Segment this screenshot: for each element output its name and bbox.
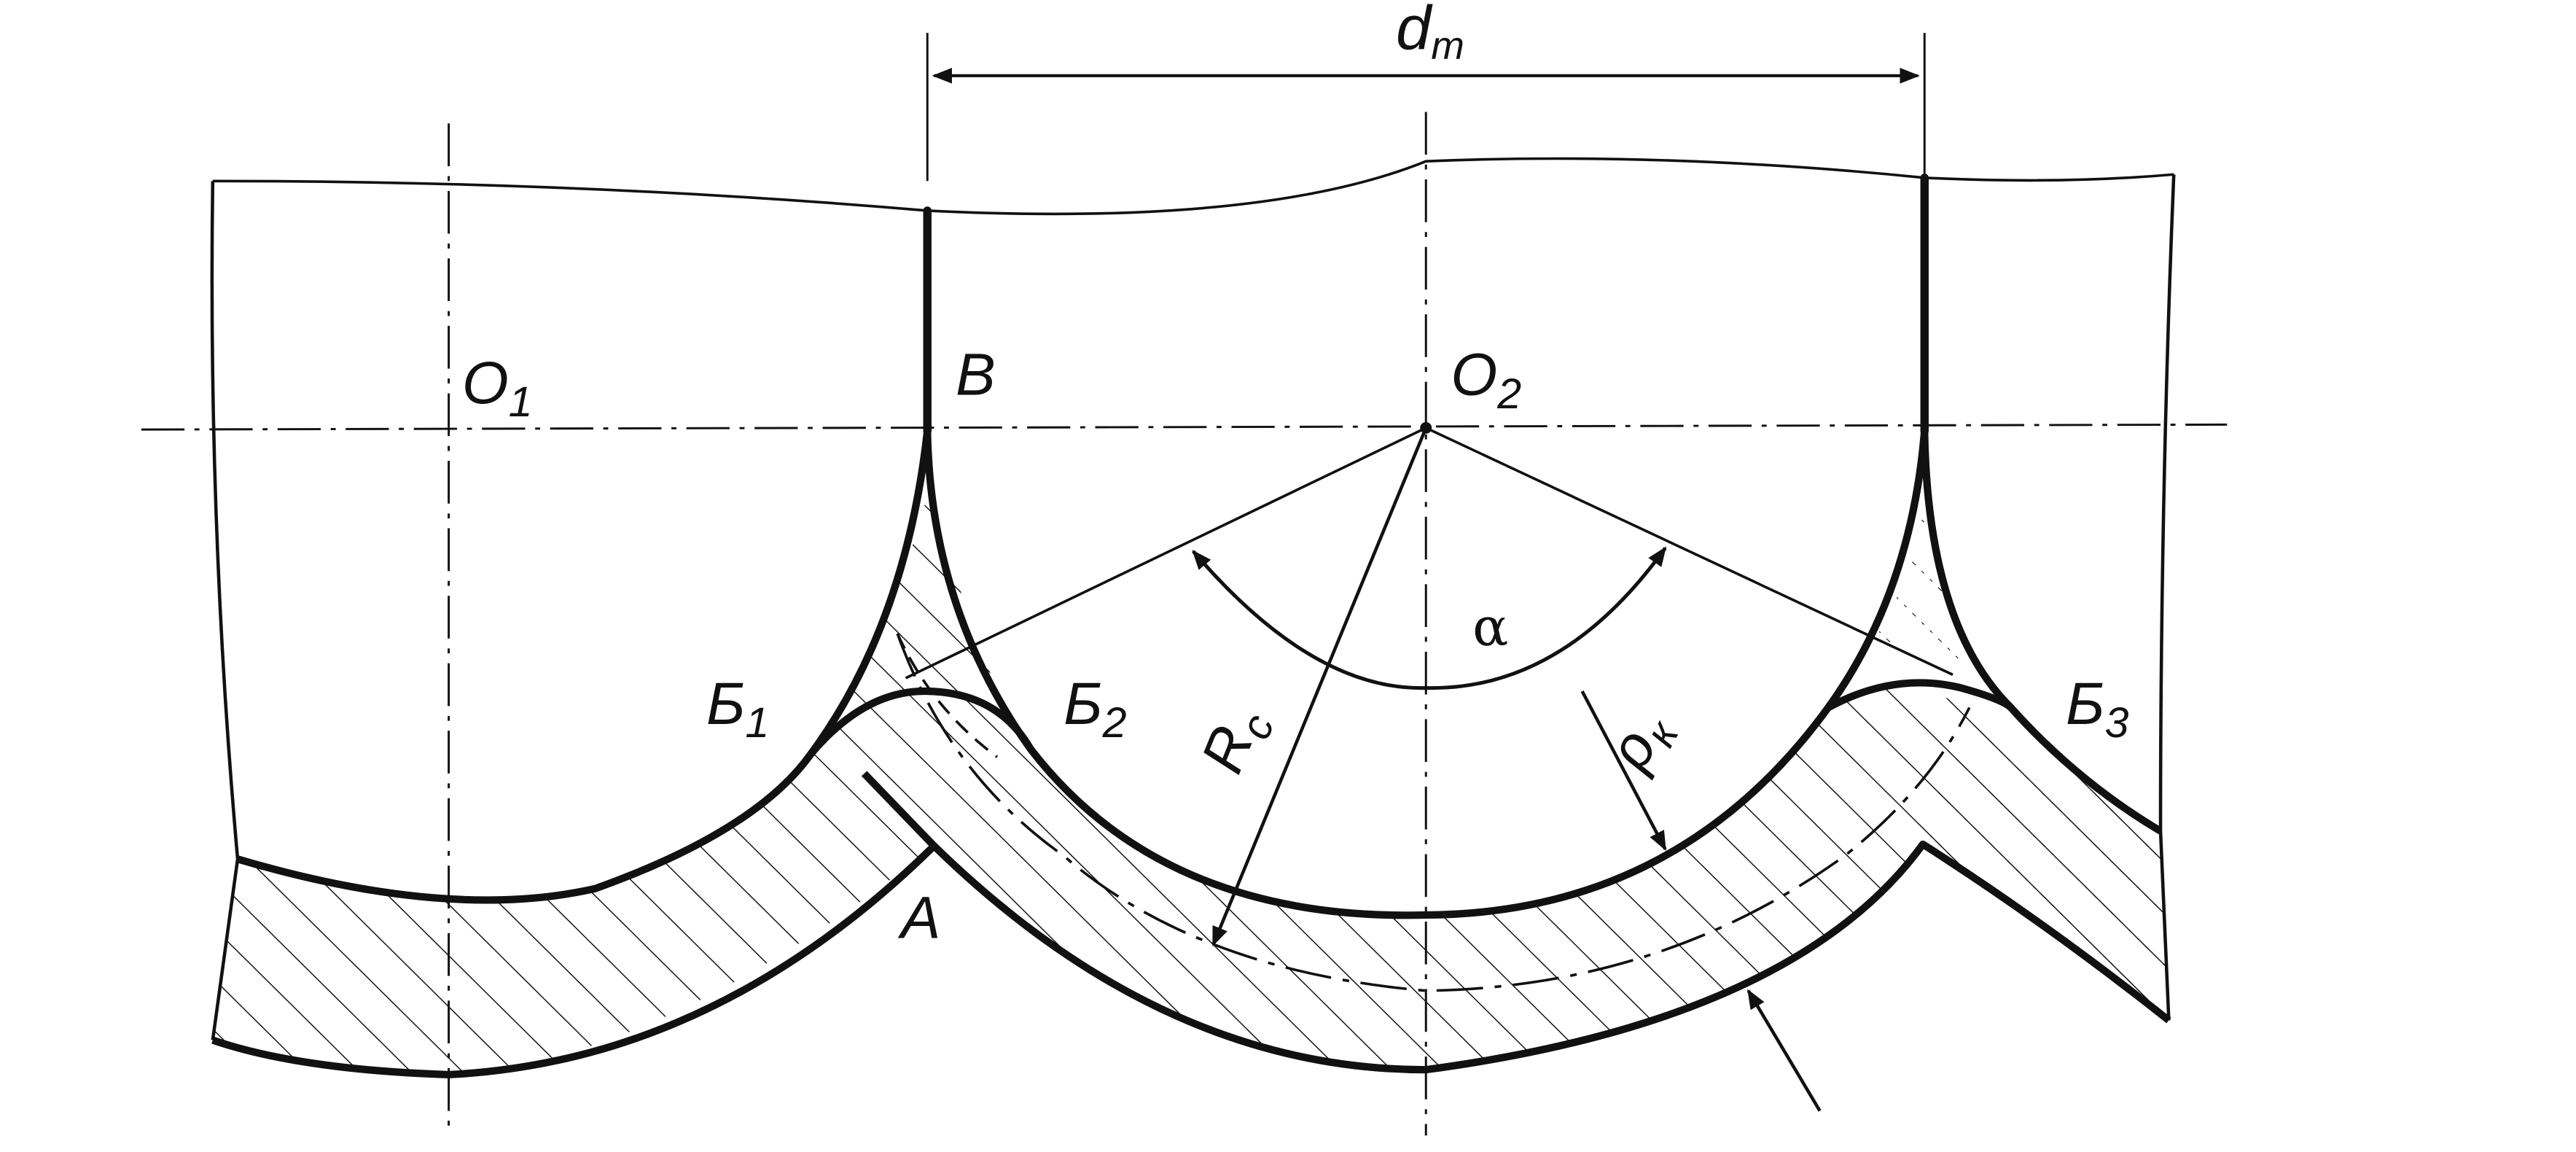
rc-radius-arrow xyxy=(1211,427,1428,947)
main-contours xyxy=(211,430,2171,1078)
label-b2: Б2 xyxy=(1063,672,1126,747)
label-rho-k: ρк xyxy=(1594,699,1689,785)
outline-right-edge xyxy=(2158,174,2176,1021)
outline-top-break xyxy=(212,157,2174,216)
extension-lines xyxy=(926,33,1926,182)
label-alpha: α xyxy=(1472,597,1508,658)
tube-walls xyxy=(923,174,1929,436)
center-point-o2 xyxy=(1420,421,1432,434)
hatched-zone-left xyxy=(212,688,2169,1075)
label-b: B xyxy=(956,342,996,408)
label-b1: Б1 xyxy=(706,672,769,747)
label-b3: Б3 xyxy=(2066,672,2129,747)
outline-left-edge xyxy=(210,181,240,1040)
label-o2: O2 xyxy=(1451,342,1521,418)
label-o1: O1 xyxy=(462,350,533,426)
label-a: A xyxy=(897,885,941,951)
alpha-arc xyxy=(1192,546,1667,690)
center-lines xyxy=(141,112,2228,1136)
label-rc: Rc xyxy=(1189,698,1284,785)
bottom-pointer-arrow xyxy=(1746,989,1822,1112)
hatched-zone-right xyxy=(1924,707,2169,1021)
rho-leader-arrow xyxy=(1580,690,1667,852)
dashed-boundary xyxy=(896,633,1971,992)
angle-rays xyxy=(905,427,1954,680)
hatched-cap-right xyxy=(1861,494,1978,667)
hatched-cap-left xyxy=(811,494,997,754)
dashed-inner-left xyxy=(896,633,999,758)
label-dt: dт xyxy=(1396,0,1464,68)
